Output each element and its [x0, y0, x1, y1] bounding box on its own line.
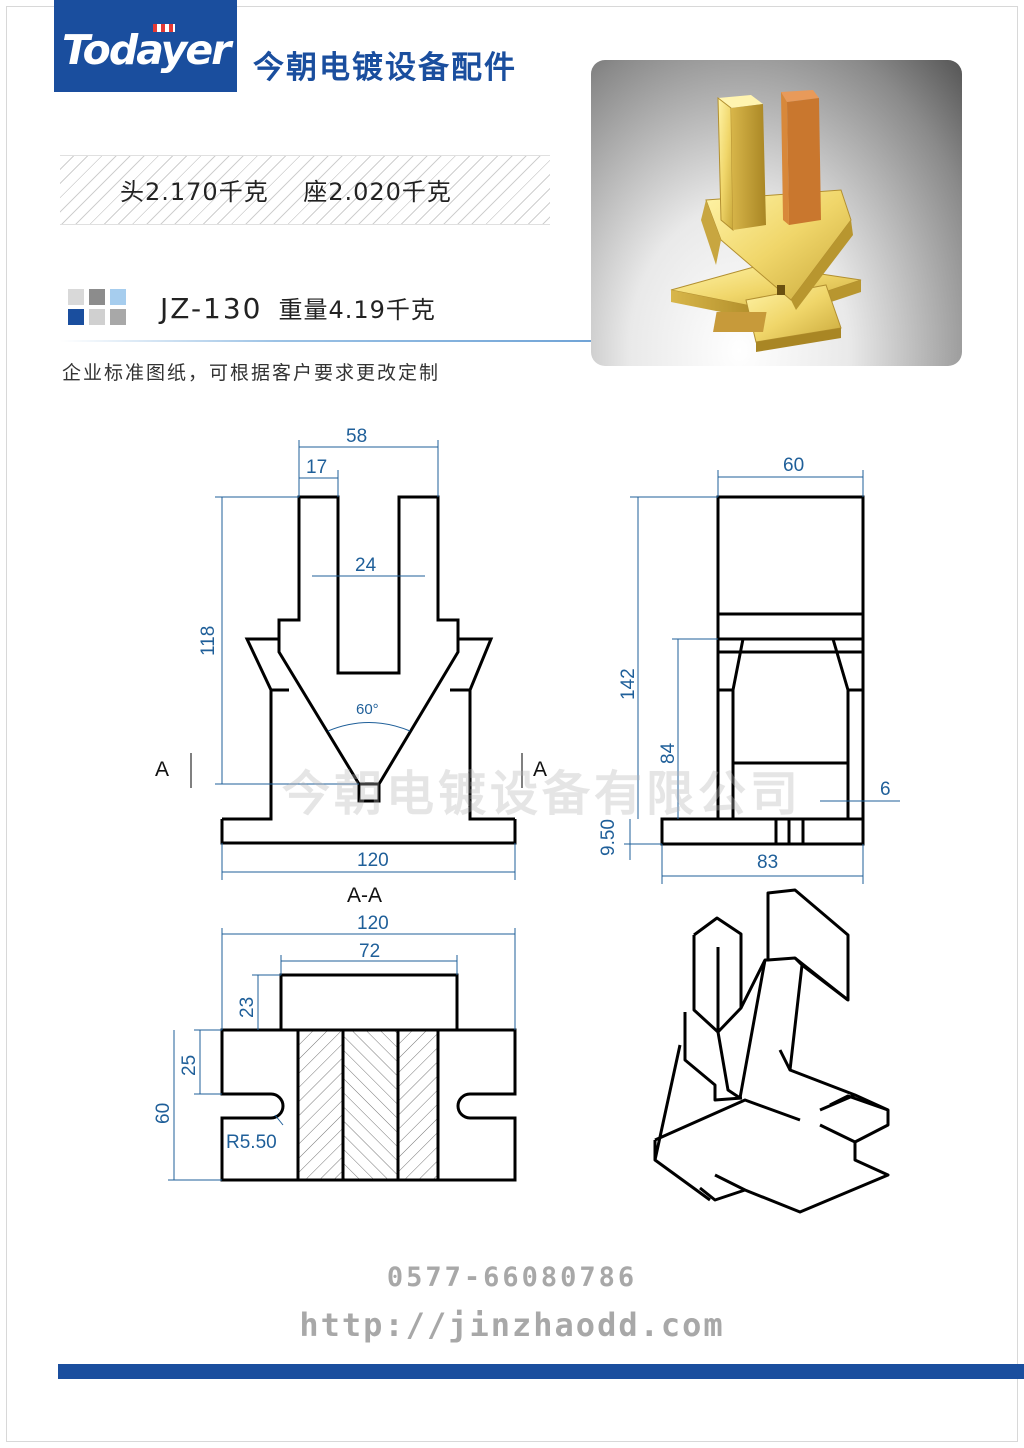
dim-9-50: 9.50	[598, 819, 619, 856]
front-view-dimension-lines	[190, 440, 523, 880]
weights-banner	[60, 155, 550, 225]
model-number: JZ-130	[160, 292, 263, 325]
dim-84: 84	[658, 742, 679, 764]
dim-23: 23	[237, 997, 258, 1018]
watermark: 今朝电镀设备有限公司	[282, 766, 803, 822]
side-view-dimension-lines	[624, 470, 900, 884]
dim-60-side: 60	[783, 455, 804, 476]
product-render-image	[670, 90, 862, 352]
dim-120-section: 120	[357, 913, 389, 934]
website-url[interactable]: http://jinzhaodd.com	[299, 1306, 725, 1344]
footer-bar	[58, 1364, 1024, 1379]
section-view-outline	[220, 973, 517, 1182]
page-border	[6, 6, 1018, 1442]
dim-120-front: 120	[357, 850, 389, 871]
dim-60-section: 60	[153, 1103, 174, 1124]
section-mark-left: A	[155, 758, 169, 781]
divider-line	[60, 340, 600, 342]
weights-line: 头2.170千克 座2.020千克	[120, 178, 452, 206]
dim-17: 17	[306, 457, 327, 478]
square	[68, 289, 84, 305]
section-title: A-A	[347, 884, 382, 907]
front-view-outline	[220, 495, 517, 845]
product-photo	[591, 60, 962, 366]
dim-24: 24	[355, 555, 377, 576]
dim-58: 58	[346, 426, 367, 447]
dim-72: 72	[359, 941, 380, 962]
logo-checker-accent	[153, 24, 175, 32]
customization-note: 企业标准图纸，可根据客户要求更改定制	[62, 362, 441, 384]
brand-logo: Todayer	[54, 0, 237, 92]
section-view-dimension-lines	[168, 928, 516, 1181]
total-weight: 重量4.19千克	[278, 296, 436, 324]
isometric-view-outline	[653, 888, 890, 1214]
logo-text: Todayer	[62, 26, 231, 74]
square	[68, 309, 84, 325]
square	[110, 309, 126, 325]
dim-83: 83	[757, 852, 778, 873]
phone-number: 0577-66080786	[386, 1262, 638, 1293]
company-name: 今朝电镀设备配件	[253, 50, 517, 86]
section-mark-right: A	[533, 758, 547, 781]
square	[89, 309, 105, 325]
side-view-outline	[660, 495, 865, 846]
square	[110, 289, 126, 305]
dim-r5-50: R5.50	[226, 1132, 277, 1153]
dim-142: 142	[618, 668, 639, 700]
dim-118: 118	[198, 626, 219, 656]
square	[89, 289, 105, 305]
model-line: JZ-130 重量4.19千克	[160, 290, 436, 325]
dim-25: 25	[179, 1055, 200, 1076]
dim-60-deg: 60°	[356, 701, 379, 718]
dim-6: 6	[880, 779, 891, 800]
